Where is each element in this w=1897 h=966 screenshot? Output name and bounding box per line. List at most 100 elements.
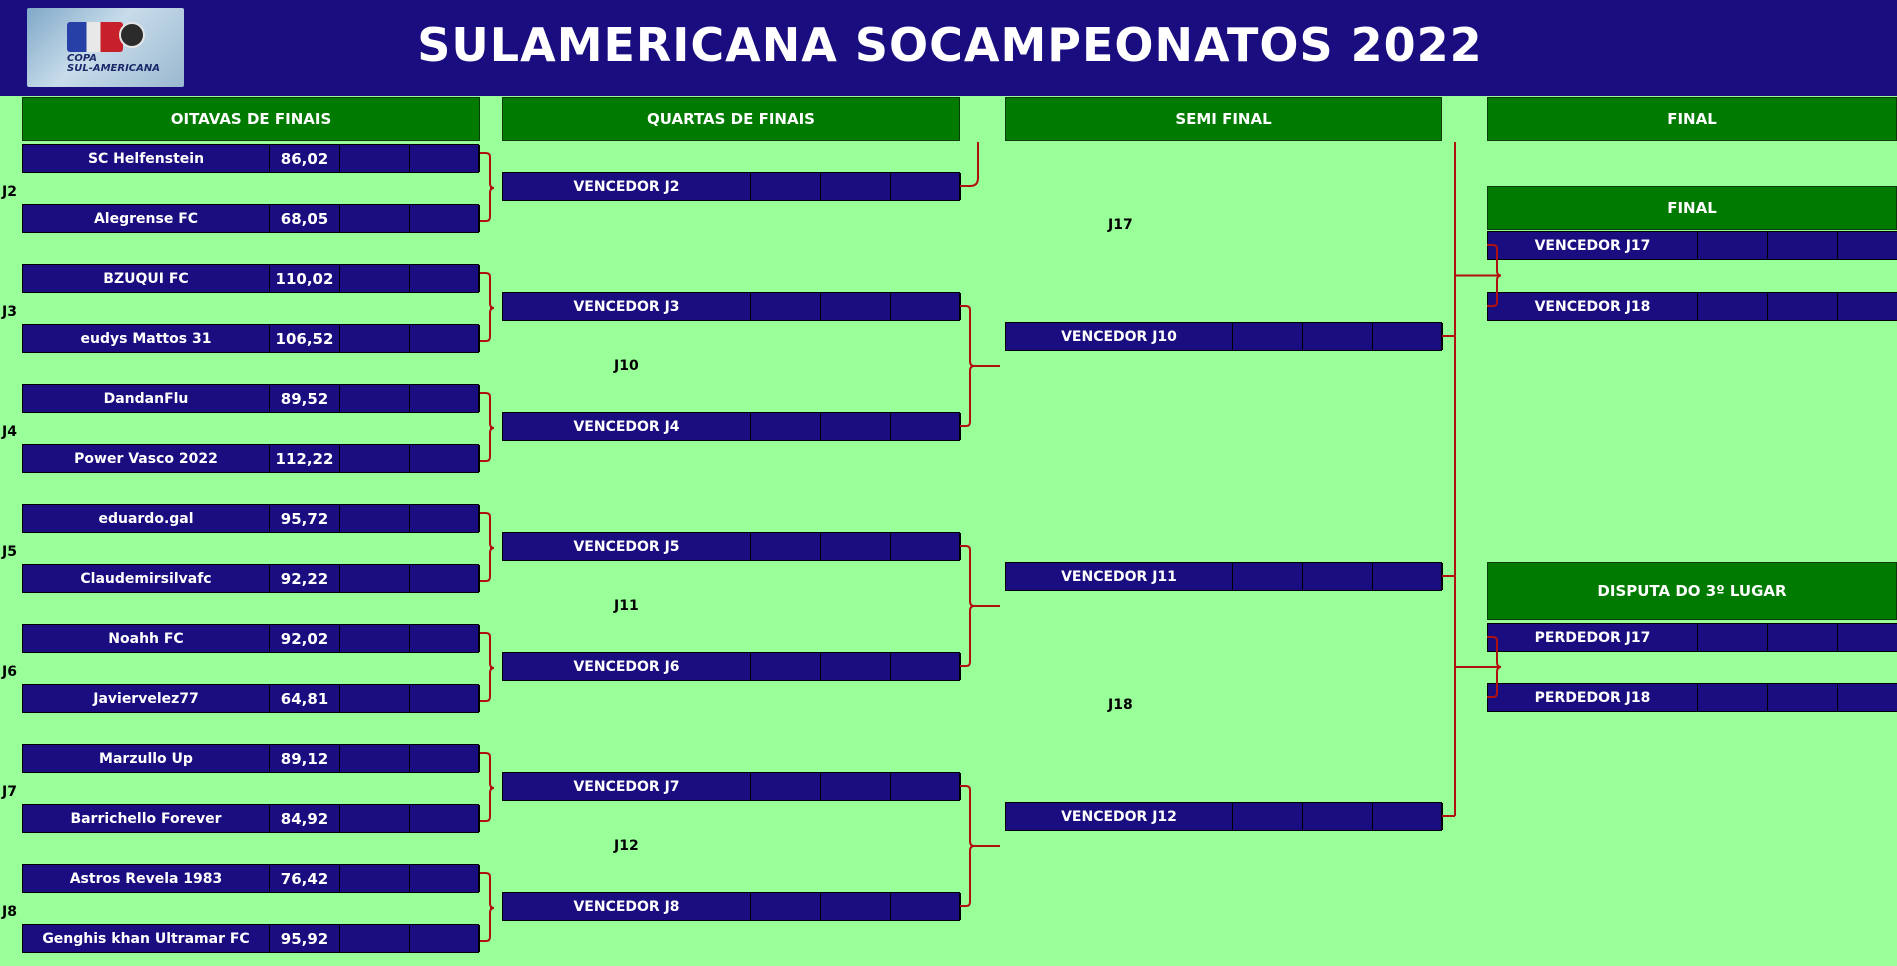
game-label: J4 xyxy=(2,424,17,440)
empty-cell xyxy=(340,445,410,472)
third-place-title: DISPUTA DO 3º LUGAR xyxy=(1487,562,1897,620)
team-name: eduardo.gal xyxy=(23,505,270,532)
team-name: VENCEDOR J10 xyxy=(1006,323,1233,350)
empty-cell xyxy=(751,413,821,440)
quarter-team-row: VENCEDOR J4 xyxy=(502,412,961,441)
empty-cell xyxy=(340,325,410,352)
team-name: Power Vasco 2022 xyxy=(23,445,270,472)
game-label: J6 xyxy=(2,664,17,680)
r16-connector xyxy=(480,512,495,582)
game-label: J10 xyxy=(614,358,639,374)
empty-cell xyxy=(821,773,891,800)
team-score: 89,12 xyxy=(270,745,340,772)
game-label: J8 xyxy=(2,904,17,920)
empty-cell xyxy=(1233,323,1303,350)
team-score: 92,22 xyxy=(270,565,340,592)
team-score: 106,52 xyxy=(270,325,340,352)
empty-cell xyxy=(1698,624,1768,651)
game-label: J17 xyxy=(1108,217,1133,233)
empty-cell xyxy=(340,565,410,592)
empty-cell xyxy=(340,685,410,712)
logo-ball-icon xyxy=(119,22,145,48)
final-header: FINAL xyxy=(1487,97,1897,141)
team-score: 86,02 xyxy=(270,145,340,172)
quarter-team-row: VENCEDOR J7 xyxy=(502,772,961,801)
final-team-row: VENCEDOR J18 xyxy=(1487,292,1897,321)
empty-cell xyxy=(410,205,480,232)
empty-cell xyxy=(340,505,410,532)
r16-connector xyxy=(480,872,495,942)
logo-flag-icon xyxy=(67,22,123,52)
team-score: 95,92 xyxy=(270,925,340,952)
team-name: Claudemirsilvafc xyxy=(23,565,270,592)
empty-cell xyxy=(1303,563,1373,590)
final-team-row: VENCEDOR J17 xyxy=(1487,231,1897,260)
empty-cell xyxy=(410,745,480,772)
empty-cell xyxy=(1233,563,1303,590)
empty-cell xyxy=(410,805,480,832)
semi-team-row: VENCEDOR J10 xyxy=(1005,322,1443,351)
empty-cell xyxy=(410,265,480,292)
third-place-row: PERDEDOR J17 xyxy=(1487,623,1897,652)
empty-cell xyxy=(410,925,480,952)
game-label: J2 xyxy=(2,184,17,200)
r16-connector xyxy=(480,152,495,222)
empty-cell xyxy=(751,893,821,920)
team-name: Noahh FC xyxy=(23,625,270,652)
empty-cell xyxy=(1768,624,1838,651)
empty-cell xyxy=(1233,803,1303,830)
empty-cell xyxy=(410,385,480,412)
r16-connector xyxy=(480,632,495,702)
empty-cell xyxy=(1303,323,1373,350)
team-score: 110,02 xyxy=(270,265,340,292)
team-name: DandanFlu xyxy=(23,385,270,412)
team-name: VENCEDOR J2 xyxy=(503,173,751,200)
empty-cell xyxy=(751,173,821,200)
third-place-row: PERDEDOR J18 xyxy=(1487,683,1897,712)
team-name: VENCEDOR J17 xyxy=(1488,232,1698,259)
empty-cell xyxy=(410,145,480,172)
quarter-team-row: VENCEDOR J5 xyxy=(502,532,961,561)
game-label: J7 xyxy=(2,784,17,800)
quarter-team-row: VENCEDOR J8 xyxy=(502,892,961,921)
empty-cell xyxy=(410,685,480,712)
empty-cell xyxy=(821,533,891,560)
game-label: J12 xyxy=(614,838,639,854)
empty-cell xyxy=(340,265,410,292)
quarter-team-row: VENCEDOR J2 xyxy=(502,172,961,201)
r16-connector xyxy=(480,272,495,342)
team-name: Alegrense FC xyxy=(23,205,270,232)
team-name: VENCEDOR J3 xyxy=(503,293,751,320)
q-connector xyxy=(960,142,979,187)
team-score: 95,72 xyxy=(270,505,340,532)
empty-cell xyxy=(821,413,891,440)
team-score: 76,42 xyxy=(270,865,340,892)
final-connector xyxy=(1455,244,1502,307)
empty-cell xyxy=(340,805,410,832)
logo-text-line1: COPA xyxy=(67,53,97,64)
r16-connector xyxy=(480,392,495,462)
empty-cell xyxy=(821,653,891,680)
r16-connector xyxy=(480,752,495,822)
empty-cell xyxy=(340,205,410,232)
team-name: VENCEDOR J5 xyxy=(503,533,751,560)
empty-cell xyxy=(751,653,821,680)
empty-cell xyxy=(1698,293,1768,320)
team-name: VENCEDOR J4 xyxy=(503,413,751,440)
empty-cell xyxy=(1698,232,1768,259)
empty-cell xyxy=(340,865,410,892)
semis-header: SEMI FINAL xyxy=(1005,97,1442,141)
copa-sulamericana-logo: COPA SUL-AMERICANA xyxy=(27,8,184,87)
page-title: SULAMERICANA SOCAMPEONATOS 2022 xyxy=(417,18,1483,72)
